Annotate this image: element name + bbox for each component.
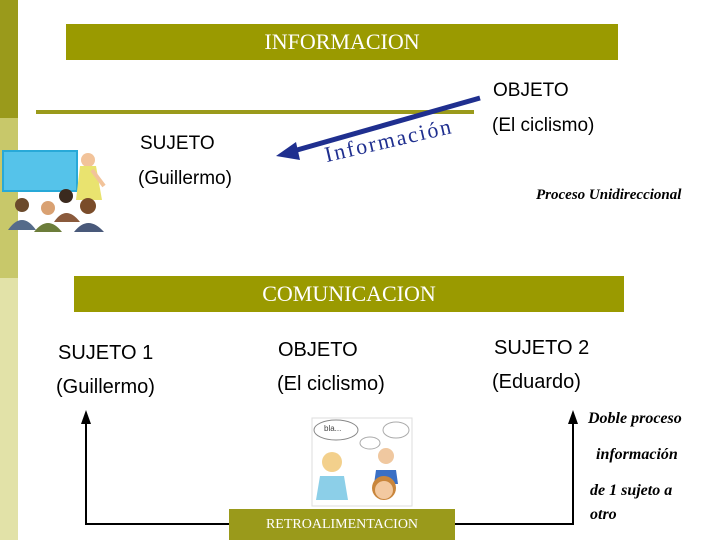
sujeto2-name: (Eduardo) (492, 371, 581, 394)
sujeto-name: (Guillermo) (138, 168, 232, 190)
feedback-arrow-left (81, 410, 91, 424)
information-arrow-head (276, 142, 300, 160)
speech-bubble-text: bla... (324, 424, 341, 433)
note-line-1: Doble proceso (588, 410, 682, 428)
note-line-4: otro (590, 506, 617, 524)
feedback-arrow-right (568, 410, 578, 424)
sujeto1-name: (Guillermo) (56, 376, 155, 399)
objeto2-name: (El ciclismo) (277, 373, 385, 396)
feedback-line-right (455, 420, 573, 524)
note-line-3: de 1 sujeto a (590, 482, 672, 500)
sujeto-label: SUJETO (140, 133, 215, 155)
sujeto2-label: SUJETO 2 (494, 337, 589, 360)
note-line-2: información (596, 446, 678, 464)
process-note: Proceso Unidireccional (536, 187, 681, 204)
objeto-label: OBJETO (493, 80, 569, 102)
teacher-presentation-clipart (2, 150, 104, 232)
feedback-line-left (86, 420, 229, 524)
retroalimentacion-label: RETROALIMENTACION (229, 509, 455, 540)
objeto2-label: OBJETO (278, 339, 358, 362)
objeto-name: (El ciclismo) (492, 115, 594, 137)
comunicacion-banner: COMUNICACION (74, 276, 624, 312)
sujeto1-label: SUJETO 1 (58, 342, 153, 365)
